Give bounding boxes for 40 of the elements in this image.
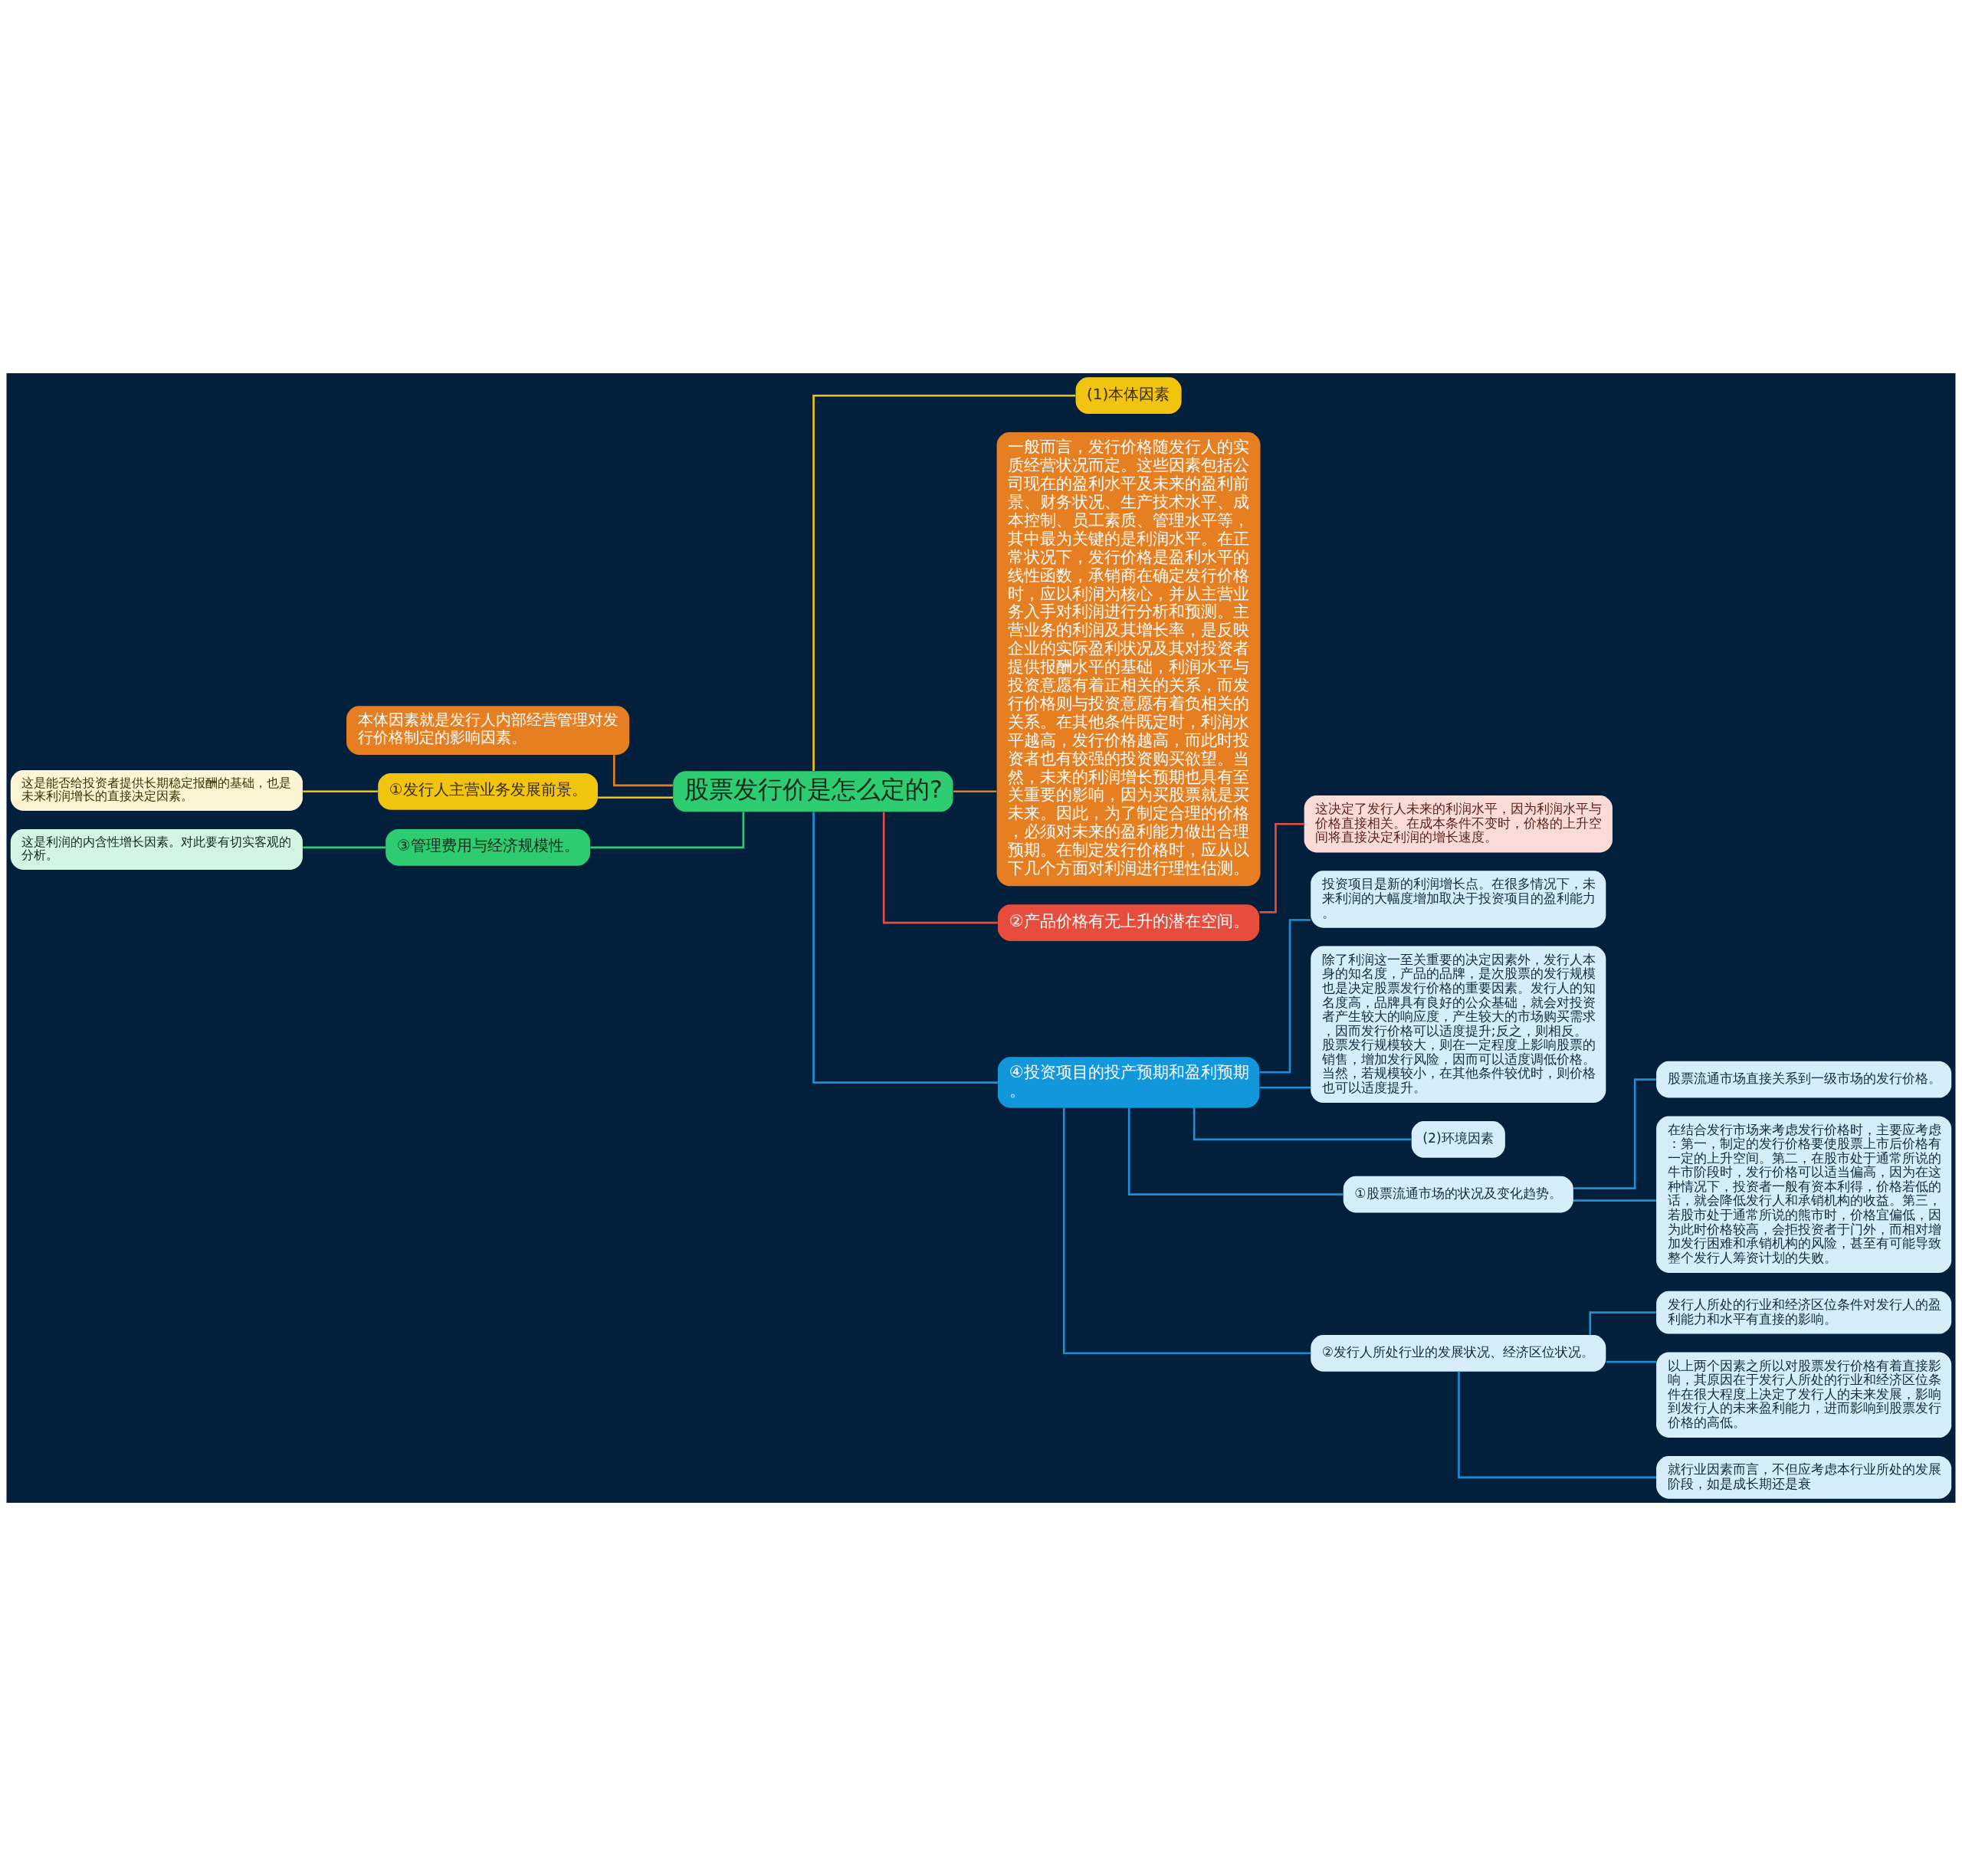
connector	[1062, 1107, 1311, 1355]
connector	[1606, 1360, 1656, 1363]
node-box: 投资项目是新的利润增长点。在很多情况下，未来利润的大幅度增加取决于投资项目的盈利能力。	[1311, 871, 1606, 928]
connector	[303, 846, 386, 849]
connector	[812, 394, 1076, 772]
connector	[612, 755, 674, 787]
connector	[303, 790, 378, 793]
connector	[1259, 919, 1311, 1074]
node-box: 股票流通市场直接关系到一级市场的发行价格。	[1656, 1061, 1952, 1098]
node-box: ③管理费用与经济规模性。	[386, 828, 591, 866]
node-box: ②发行人所处行业的发展状况、经济区位状况。	[1311, 1334, 1606, 1372]
node-box: (2)环境因素	[1411, 1121, 1505, 1158]
node-box: 以上两个因素之所以对股票发行价格有着直接影响，其原因在于发行人所处的行业和经济区位条件在很大程度上决定了发行人的未来发展，影响到发行人的未来盈利能力，进而影响到股票发行价格的高低。	[1656, 1352, 1952, 1438]
node-box: 在结合发行市场来考虑发行价格时，主要应考虑：第一，制定的发行价格要使股票上市后价格有一定的上升空间。第二，在股市处于通常所说的牛市阶段时，发行价格可以适当偏高，因为在这种情况下，投资者一般有资本利得，价格若低的话，就会降低发行人和承销机构的收益。第三，若股市处于通常所说的熊市时，价格宜偏低，因为此时价格较高，会拒投资者于门外，而相对增加发行困难和承销机构的风险，甚至有可能导致整个发行人筹资计划的失败。	[1656, 1116, 1952, 1273]
node-box: 本体因素就是发行人内部经营管理对发行价格制定的影响因素。	[346, 706, 630, 755]
node-box: 一般而言，发行价格随发行人的实质经营状况而定。这些因素包括公司现在的盈利水平及未来的盈利前景、财务状况、生产技术水平、成本控制、员工素质、管理水平等，其中最为关键的是利润水平。在正常状况下，发行价格是盈利水平的线性函数，承销商在确定发行价格时，应以利润为核心，并从主营业务入手对利润进行分析和预测。主营业务的利润及其增长率，是反映企业的实际盈利状况及其对投资者提供报酬水平的基础，利润水平与投资意愿有着正相关的关系，而发行价格则与投资意愿有着负相关的关系。在其他条件既定时，利润水平越高，发行价格越高，而此时投资者也有较强的投资购买欲望。当然，未来的利润增长预期也具有至关重要的影响，因为买股票就是买未来。因此，为了制定合理的价格，必须对未来的盈利能力做出合理预期。在制定发行价格时，应从以下几个方面对利润进行理性估测。	[996, 432, 1261, 887]
node-box: 发行人所处的行业和经济区位条件对发行人的盈利能力和水平有直接的影响。	[1656, 1291, 1952, 1334]
connector	[1589, 1311, 1656, 1335]
connector	[1127, 1108, 1344, 1195]
node-box: 就行业因素而言，不但应考虑本行业所处的发展阶段，如是成长期还是衰	[1656, 1455, 1952, 1499]
connector	[1573, 1199, 1656, 1202]
connector	[598, 796, 674, 799]
node-box: 除了利润这一至关重要的决定因素外，发行人本身的知名度，产品的品牌，是次股票的发行规模也是决定股票发行价格的重要因素。发行人的知名度高，品牌具有良好的公众基础，就会对投资者产生较大的响应度，产生较大的市场购买需求，因而发行价格可以适度提升;反之，则相反。股票发行规模较大，则在一定程度上影响股票的销售，增加发行风险，因而可以适度调低价格。当然，若规模较小，在其他条件较优时，则价格也可以适度提升。	[1311, 946, 1606, 1104]
node-box: 这决定了发行人未来的利润水平，因为利润水平与价格直接相关。在成本条件不变时，价格的上升空间将直接决定利润的增长速度。	[1304, 795, 1613, 853]
node-box: (1)本体因素	[1075, 377, 1182, 415]
node-box: 这是利润的内含性增长因素。对此要有切实客观的分析。	[10, 828, 303, 871]
connector	[1193, 1107, 1412, 1141]
node-box: 股票发行价是怎么定的?	[673, 771, 953, 812]
node-box: 这是能否给投资者提供长期稳定报酬的基础，也是未来利润增长的直接决定因素。	[10, 769, 303, 811]
node-box: ④投资项目的投产预期和盈利预期。	[997, 1057, 1260, 1108]
connector	[590, 812, 745, 849]
connector	[1259, 1086, 1311, 1089]
node-box: ②产品价格有无上升的潜在空间。	[997, 904, 1260, 941]
node-box: ①发行人主营业务发展前景。	[378, 772, 599, 810]
connector	[882, 812, 998, 924]
connector	[1458, 1371, 1656, 1479]
connector	[812, 812, 998, 1084]
node-box: ①股票流通市场的状况及变化趋势。	[1343, 1176, 1573, 1213]
connector	[1259, 822, 1304, 913]
connector	[953, 790, 997, 793]
